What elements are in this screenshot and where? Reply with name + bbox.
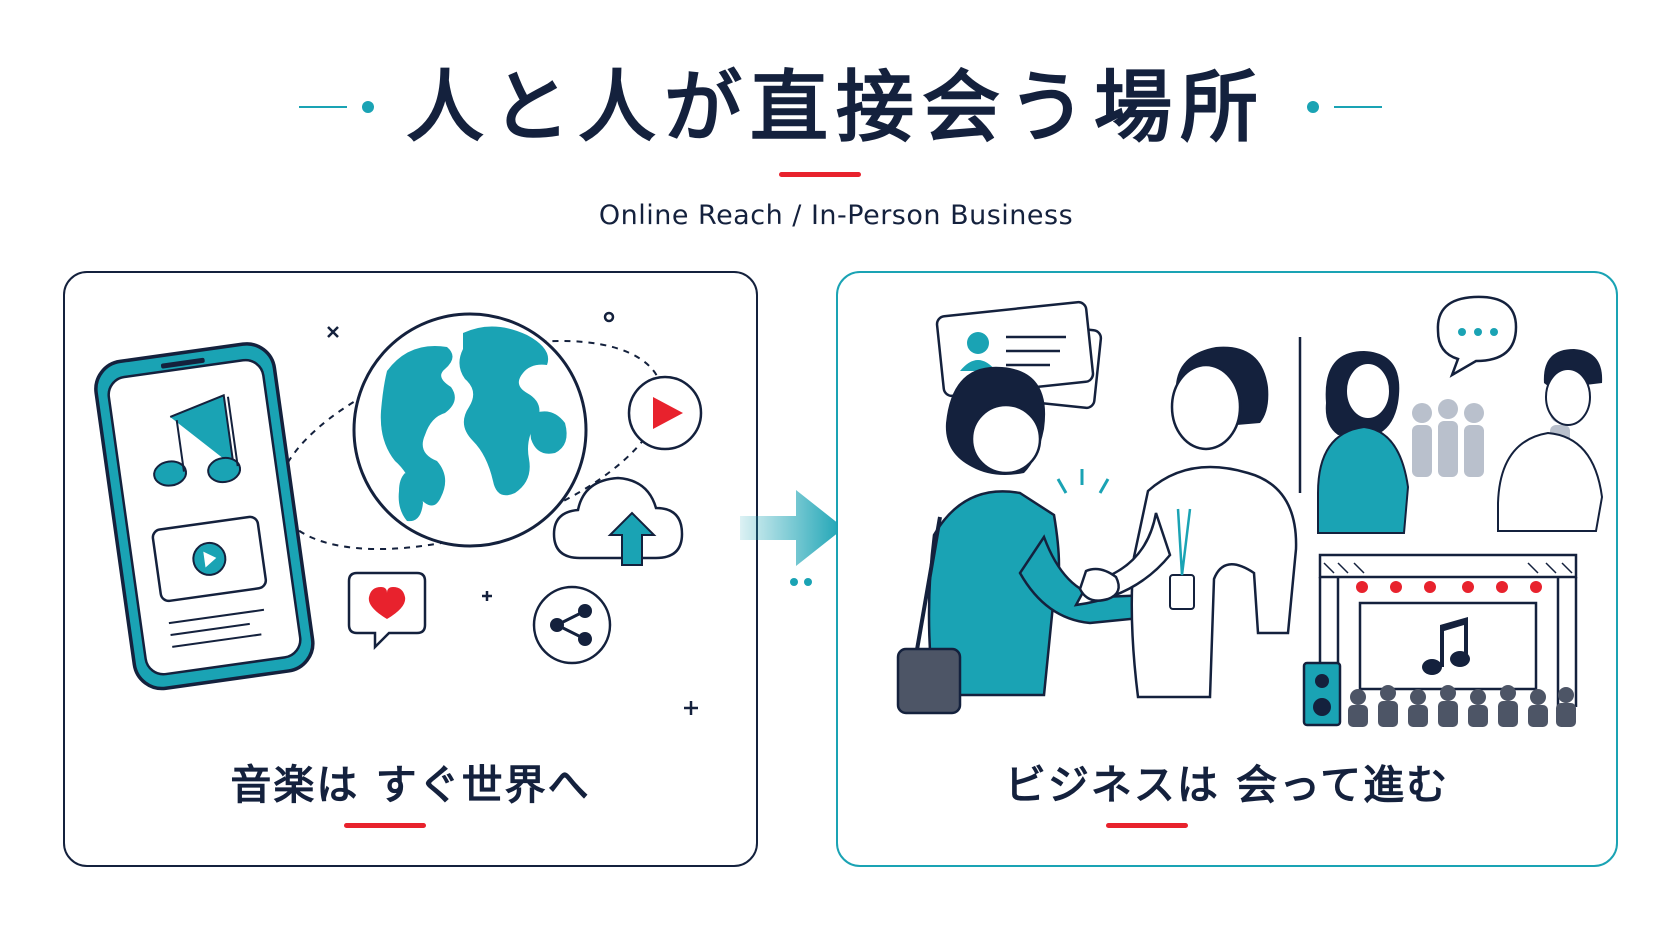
header: 人と人が直接会う場所 [0, 58, 1672, 158]
online-reach-panel: 音楽は すぐ世界へ [63, 271, 758, 867]
title-deco-line-right [1334, 106, 1382, 108]
business-illustration [896, 295, 1604, 727]
right-caption: ビジネスは 会って進む [1004, 761, 1450, 809]
sparkle-icon [327, 311, 698, 715]
left-caption: 音楽は すぐ世界へ [230, 761, 591, 809]
globe-icon [352, 312, 588, 548]
cloud-upload-icon [552, 476, 684, 566]
chat-bubble-icon [1436, 295, 1518, 378]
title-deco-dot-right [1307, 101, 1319, 113]
title-deco-line-left [299, 106, 347, 108]
page-subtitle: Online Reach / In-Person Business [598, 200, 1074, 231]
handshake-icon [896, 346, 1298, 715]
music-note-icon [153, 393, 242, 487]
transition-arrow-icon [740, 490, 844, 586]
video-play-icon [151, 515, 268, 603]
in-person-business-panel: ビジネスは 会って進む [836, 271, 1618, 867]
smartphone-icon [94, 342, 315, 691]
online-illustration [94, 311, 703, 715]
page-title: 人と人が直接会う場所 [405, 63, 1266, 153]
stage-note-icon [1422, 617, 1470, 675]
play-button-icon [627, 375, 703, 451]
concert-stage-icon [1302, 553, 1578, 727]
heart-bubble-icon [347, 571, 427, 651]
share-icon [532, 585, 612, 665]
title-underline [779, 172, 861, 177]
left-caption-underline [344, 823, 426, 828]
business-card-icon [935, 300, 1103, 410]
title-deco-dot-left [362, 101, 374, 113]
networking-icon [1317, 295, 1604, 534]
right-caption-underline [1106, 823, 1188, 828]
